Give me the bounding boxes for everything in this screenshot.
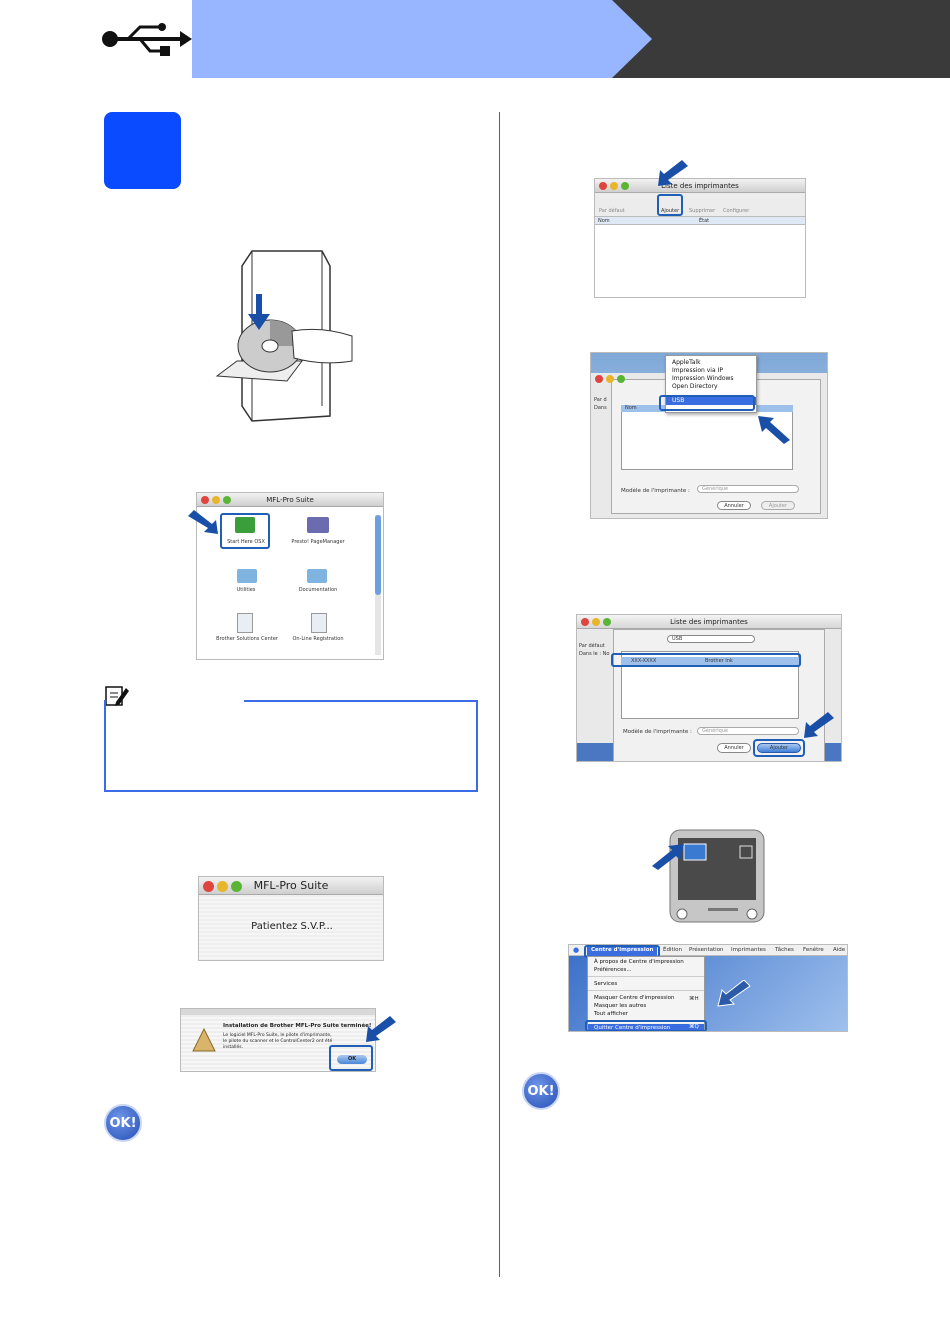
- printer-row-kind[interactable]: Brother Ink: [705, 658, 733, 664]
- done-ok-button[interactable]: OK: [337, 1055, 367, 1064]
- toolbar-delete[interactable]: Supprimer: [689, 208, 716, 214]
- model-select[interactable]: Générique: [697, 485, 799, 493]
- arrow-icon: [717, 980, 751, 1007]
- usb-cancel-button[interactable]: Annuler: [717, 743, 751, 753]
- ok-badge-right: OK!: [522, 1072, 560, 1110]
- side-label-dans: Dans: [594, 405, 607, 411]
- menu-usb[interactable]: USB: [666, 397, 756, 405]
- usb-model-select[interactable]: Générique: [697, 727, 799, 735]
- usb-model-label: Modèle de l'imprimante :: [623, 729, 692, 735]
- model-label: Modèle de l'imprimante :: [621, 488, 690, 494]
- arrow-icon: [804, 712, 834, 738]
- ajouter-highlight: [657, 194, 683, 216]
- item-online-registration[interactable]: On-Line Registration: [292, 636, 344, 642]
- col-status: État: [699, 218, 710, 224]
- ok-highlight: [329, 1045, 373, 1071]
- mfl-window-title: MFL-Pro Suite: [266, 496, 314, 504]
- toolbar-configure[interactable]: Configurer: [723, 208, 750, 214]
- add-highlight: [753, 739, 805, 757]
- usb-side-label: Dans le : No: [579, 651, 610, 657]
- menu-appletalk[interactable]: AppleTalk: [672, 359, 701, 366]
- folder-icon: [307, 569, 327, 583]
- menu-services[interactable]: Services: [588, 980, 704, 991]
- item-presto[interactable]: Presto! PageManager: [291, 539, 345, 545]
- item-start-here[interactable]: Start Here OSX: [227, 539, 265, 545]
- header-blue-band: [192, 0, 652, 78]
- add-col-name: Nom: [625, 405, 637, 411]
- done-body: Le logiciel MFL-Pro Suite, le pilote d'i…: [223, 1033, 333, 1050]
- arrow-icon: [366, 1016, 396, 1042]
- printer-row-name[interactable]: XXX-XXXX: [631, 658, 657, 664]
- menu-about[interactable]: À propos de Centre d'impression: [594, 959, 684, 965]
- installer-icon: [192, 1027, 216, 1052]
- printer-list-title: Liste des imprimantes: [661, 182, 739, 190]
- usb-window-title: Liste des imprimantes: [670, 618, 748, 626]
- done-dialog: Installation de Brother MFL-Pro Suite te…: [180, 1008, 376, 1072]
- wait-window: MFL-Pro Suite Patientez S.V.P...: [198, 876, 384, 961]
- wait-window-title: MFL-Pro Suite: [253, 879, 329, 892]
- cd-insert-icon: [215, 250, 353, 422]
- menubar-screenshot: ● Centre d'impression Édition Présentati…: [568, 944, 848, 1032]
- wait-message: Patientez S.V.P...: [251, 921, 333, 932]
- add-button[interactable]: Ajouter: [761, 501, 795, 510]
- menu-help[interactable]: Aide: [833, 947, 846, 953]
- quit-highlight: [585, 1020, 707, 1031]
- side-label-default: Par d: [594, 397, 607, 403]
- usb-icon: [102, 23, 192, 56]
- folder-icon: [237, 569, 257, 583]
- usb-add-button[interactable]: Ajouter: [757, 743, 801, 753]
- menu-open-directory[interactable]: Open Directory: [672, 383, 718, 390]
- menu-quit[interactable]: Quitter Centre d'impression: [588, 1024, 704, 1031]
- menu-preferences[interactable]: Préférences...: [588, 966, 704, 977]
- item-utilities[interactable]: Utilities: [236, 587, 256, 593]
- menu-printers[interactable]: Imprimantes: [731, 947, 766, 953]
- note-box-top: [104, 700, 478, 702]
- arrow-icon: [652, 844, 684, 870]
- menu-windows[interactable]: Impression Windows: [672, 375, 734, 382]
- note-box: [104, 700, 478, 792]
- toolbar-add[interactable]: Ajouter: [661, 208, 680, 214]
- scrollbar[interactable]: [375, 515, 381, 655]
- web-doc-icon: [311, 613, 327, 633]
- presto-icon: [307, 517, 329, 533]
- printer-list-window: Liste des imprimantes Par défaut Ajouter…: [594, 178, 806, 298]
- row-highlight: [611, 653, 801, 667]
- menu-app[interactable]: Centre d'impression: [587, 945, 657, 956]
- usb-select-window: Liste des imprimantes Par défaut Dans le…: [576, 614, 842, 762]
- menu-edit[interactable]: Édition: [663, 947, 683, 953]
- arrow-icon: [758, 416, 790, 444]
- menu-window[interactable]: Fenêtre: [803, 947, 824, 953]
- mfl-pro-window: MFL-Pro Suite Start Here OSX Presto! Pag…: [196, 492, 384, 660]
- usb-default-label: Par défaut: [579, 643, 605, 649]
- ok-badge-left: OK!: [104, 1104, 142, 1142]
- add-printer-window: Par d Dans Nom Modèle de l'imprimante : …: [590, 352, 828, 519]
- menu-hide-others[interactable]: Masquer les autres: [594, 1003, 647, 1009]
- monitor-icon: [669, 829, 765, 923]
- start-here-highlight: [220, 513, 270, 549]
- cancel-button[interactable]: Annuler: [717, 501, 751, 510]
- done-title: Installation de Brother MFL-Pro Suite te…: [223, 1023, 372, 1029]
- apple-icon[interactable]: ●: [573, 946, 580, 954]
- menu-hide-app[interactable]: Masquer Centre d'impression: [594, 995, 675, 1001]
- start-here-icon: [235, 517, 255, 533]
- toolbar-default[interactable]: Par défaut: [599, 208, 625, 214]
- column-divider: [499, 112, 500, 1277]
- shortcut-hide: ⌘H: [689, 996, 699, 1002]
- connection-menu: AppleTalk Impression via IP Impression W…: [665, 355, 757, 413]
- arrow-icon: [188, 510, 218, 534]
- menu-ip[interactable]: Impression via IP: [672, 367, 723, 374]
- connection-select[interactable]: USB: [667, 635, 755, 643]
- menu-view[interactable]: Présentation: [689, 947, 724, 953]
- step-number-box: [104, 112, 181, 189]
- app-dropdown: À propos de Centre d'impression Préféren…: [587, 956, 705, 1031]
- item-documentation[interactable]: Documentation: [298, 587, 338, 593]
- item-solutions-center[interactable]: Brother Solutions Center: [216, 636, 278, 642]
- menu-tasks[interactable]: Tâches: [775, 947, 794, 953]
- usb-highlight: [659, 395, 755, 411]
- shortcut-quit: ⌘Q: [689, 1024, 699, 1030]
- arrow-icon: [658, 160, 688, 186]
- web-doc-icon: [237, 613, 253, 633]
- col-name: Nom: [598, 218, 610, 224]
